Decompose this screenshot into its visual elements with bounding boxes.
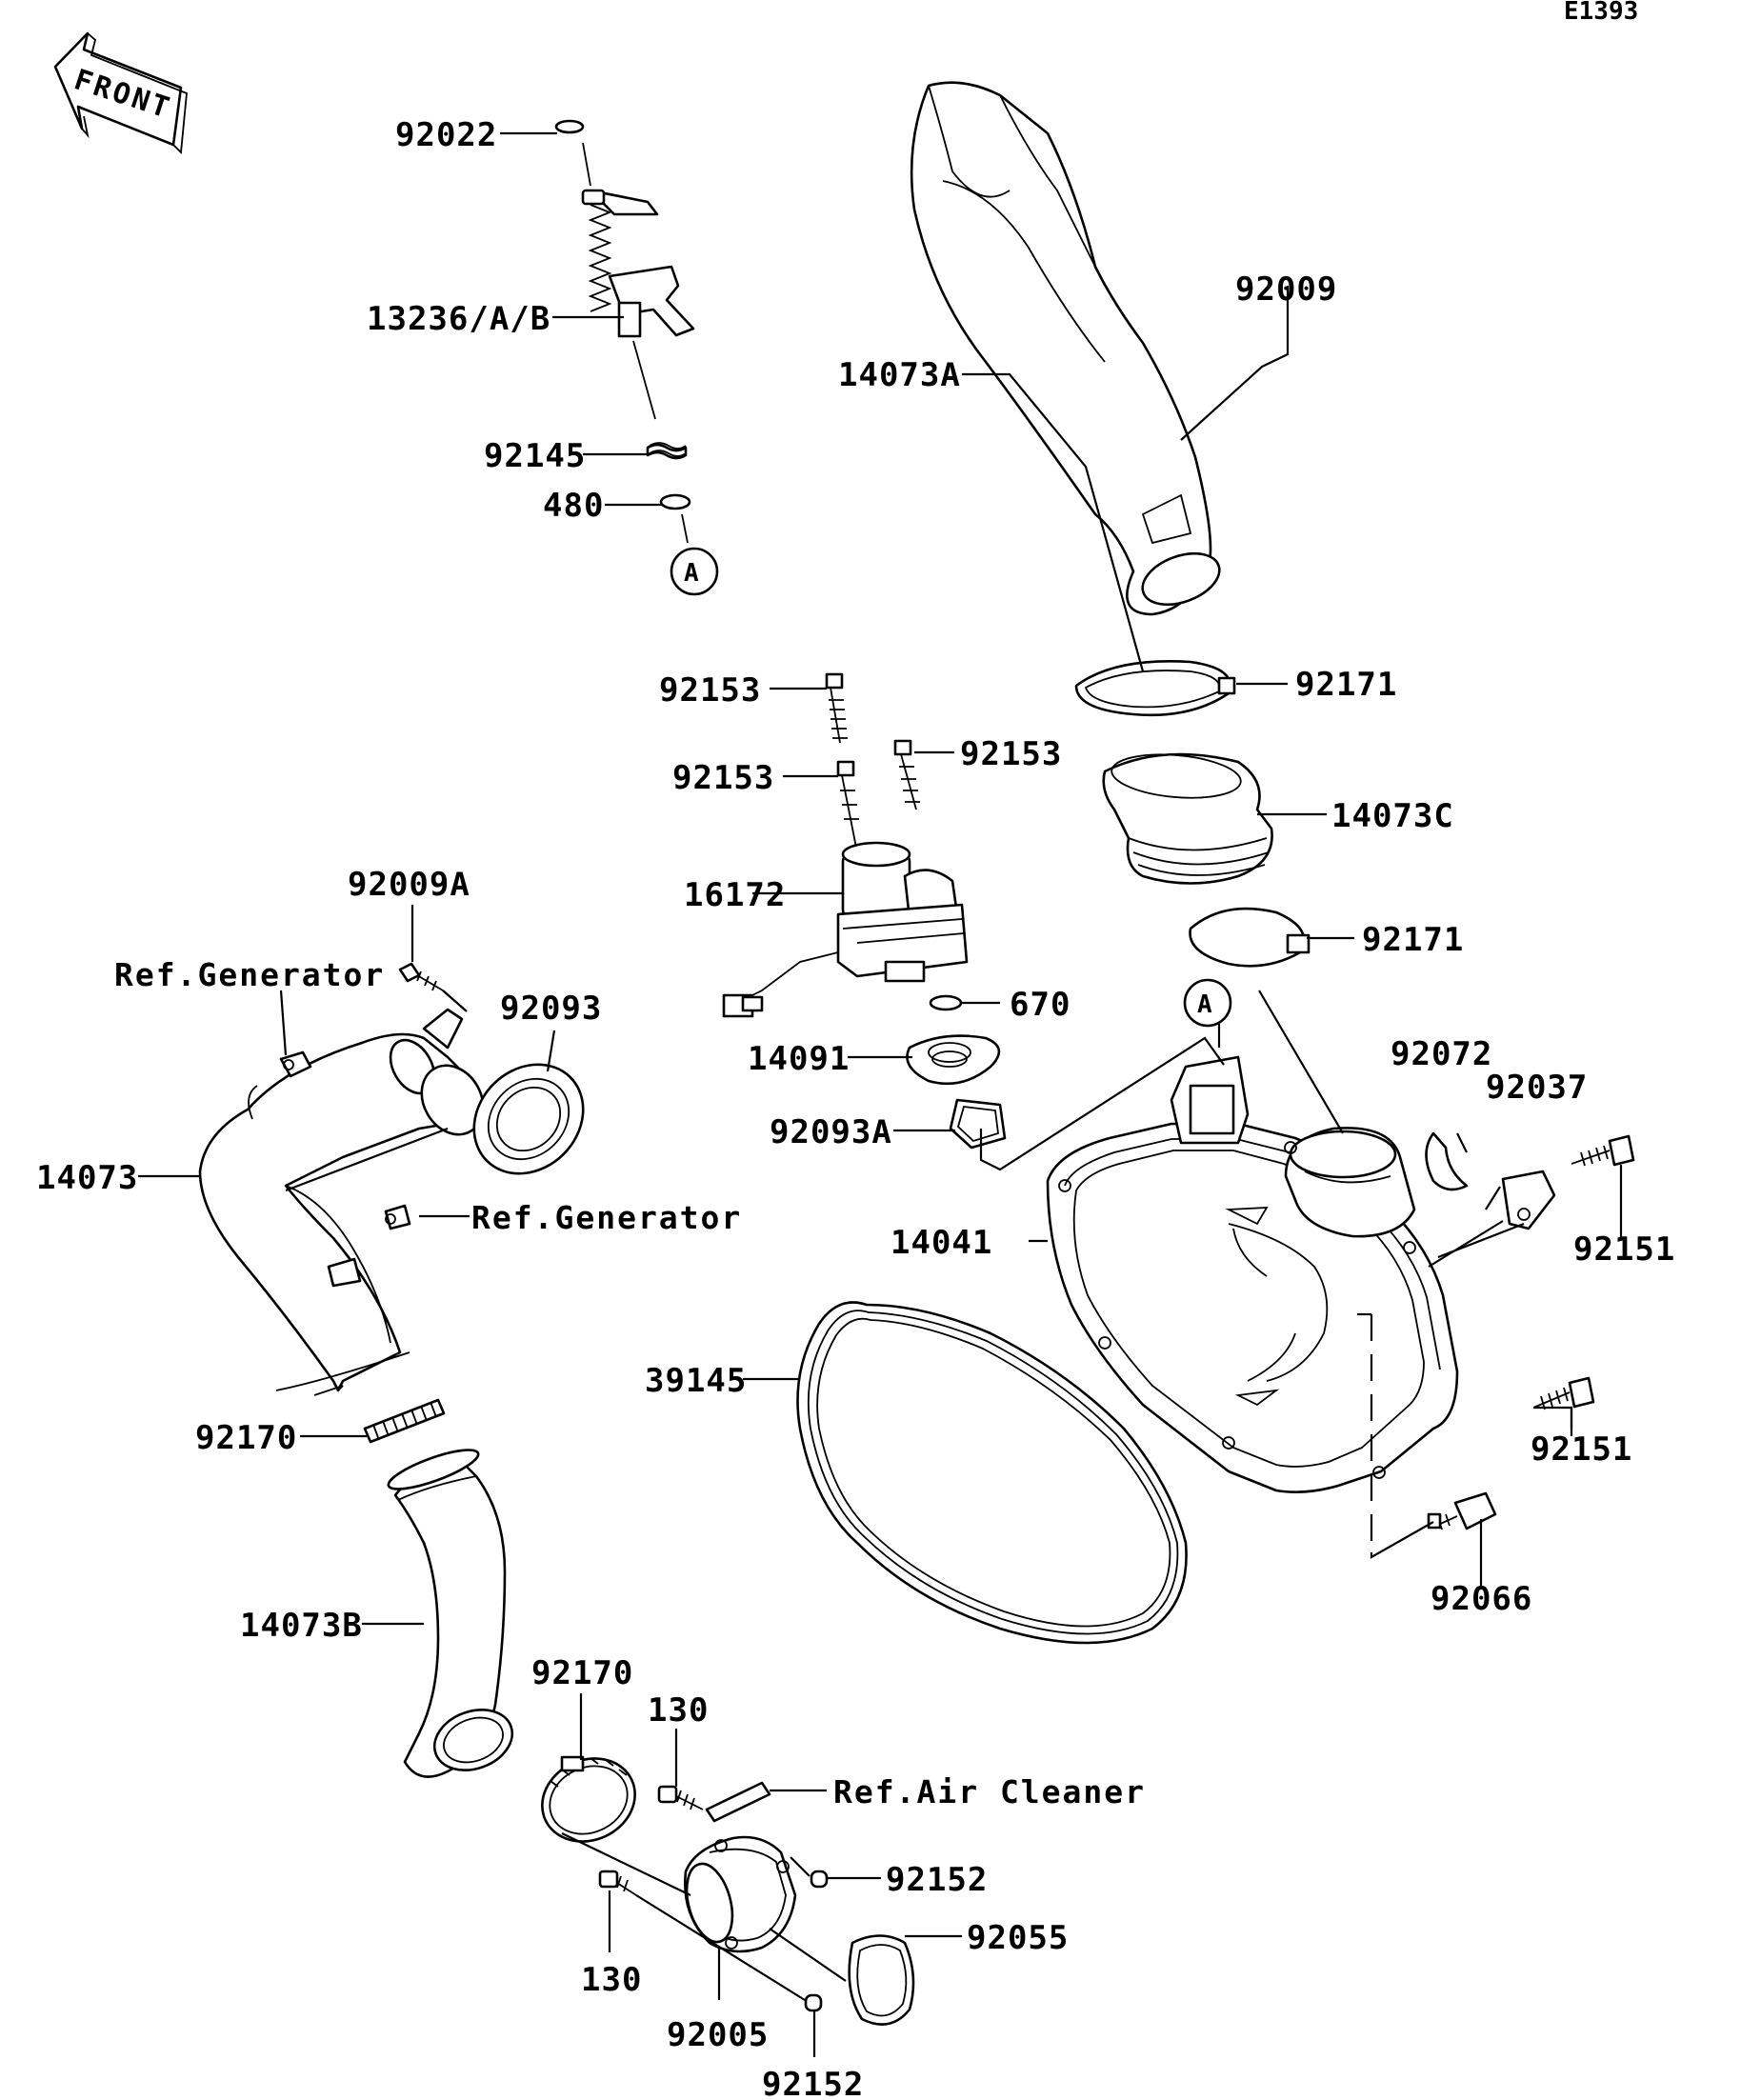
flange-14091	[906, 1034, 1001, 1086]
collar-92152-bottom	[804, 1993, 823, 2012]
part-label-92153-top: 92153	[659, 671, 761, 710]
part-label-92145: 92145	[484, 437, 586, 475]
generator-ref-clip-2	[384, 1204, 411, 1230]
ring-92093	[472, 1063, 585, 1175]
leader-lines	[138, 131, 1623, 2057]
bolt-130-bottom	[598, 1870, 637, 1896]
duct-14073b	[387, 1449, 514, 1778]
clamp-92171-top	[1074, 660, 1236, 717]
generator-ref-clip-1	[279, 1050, 312, 1078]
bolt-92151-top	[1571, 1134, 1635, 1167]
part-label-92152-bottom: 92152	[762, 2066, 864, 2100]
part-label-480: 480	[543, 487, 604, 525]
bolt-92151-bottom	[1532, 1376, 1595, 1410]
part-label-39145: 39145	[645, 1362, 747, 1400]
part-label-13236-a-b: 13236/A/B	[367, 300, 550, 338]
ref-generator-label-2: Ref.Generator	[471, 1199, 742, 1236]
part-label-14073c: 14073C	[1331, 797, 1454, 835]
air-cleaner-ref-pin	[705, 1781, 771, 1823]
part-label-130-bottom: 130	[581, 1961, 642, 1999]
duct-14073a	[910, 81, 1221, 616]
part-label-92055: 92055	[967, 1919, 1069, 1957]
front-arrow-icon: FRONT	[53, 31, 188, 154]
nut-92066	[1427, 1491, 1497, 1530]
part-label-92093a: 92093A	[770, 1113, 892, 1151]
part-label-92152-top: 92152	[886, 1861, 988, 1899]
clamp-92171-bottom	[1189, 907, 1311, 968]
part-label-92009: 92009	[1235, 270, 1337, 309]
svg-text:A: A	[1197, 990, 1212, 1019]
bolt-92009a	[398, 962, 444, 991]
ref-generator-label-1: Ref.Generator	[114, 956, 385, 993]
part-label-14091: 14091	[748, 1040, 850, 1078]
part-label-14041: 14041	[891, 1224, 992, 1262]
drive-belt-39145	[796, 1301, 1188, 1645]
gasket-92055	[848, 1934, 915, 2026]
part-label-92072: 92072	[1391, 1035, 1492, 1073]
part-label-92153-right: 92153	[960, 735, 1062, 773]
part-label-92151-bottom: 92151	[1531, 1430, 1632, 1469]
part-label-92171-top: 92171	[1295, 666, 1397, 704]
bolts-92153	[825, 672, 920, 853]
cvt-cover-14041	[1046, 1055, 1459, 1493]
part-label-16172: 16172	[684, 876, 786, 914]
part-label-670: 670	[1010, 986, 1071, 1024]
adapter-92005	[684, 1835, 797, 1953]
part-label-14073b: 14073B	[240, 1607, 363, 1645]
part-label-92037: 92037	[1486, 1069, 1588, 1107]
duct-14073	[198, 1008, 485, 1396]
diagram-code: E1393	[1564, 0, 1638, 26]
clip-92072	[1425, 1131, 1469, 1191]
switch-cable-assembly: A	[554, 119, 719, 596]
ref-air-cleaner-label: Ref.Air Cleaner	[833, 1773, 1146, 1810]
collar-92152-top	[810, 1870, 829, 1889]
clamp-92170-bottom	[541, 1755, 636, 1843]
o-ring-670	[929, 994, 963, 1011]
boot-14073c	[1102, 752, 1273, 885]
spring-92170-left	[363, 1398, 446, 1444]
part-label-92153-mid: 92153	[672, 759, 774, 797]
bracket-92037	[1501, 1170, 1556, 1230]
part-label-92170-left: 92170	[195, 1419, 297, 1457]
callout-marker-a-cover: A	[1183, 978, 1232, 1028]
part-label-92093: 92093	[500, 990, 602, 1028]
part-label-92171-bottom: 92171	[1362, 921, 1464, 959]
callout-marker-a: A	[684, 559, 699, 588]
part-label-130-top: 130	[648, 1691, 709, 1730]
part-label-92022: 92022	[395, 116, 497, 154]
part-label-14073: 14073	[36, 1159, 138, 1197]
part-label-92009a: 92009A	[348, 866, 470, 904]
part-label-92005: 92005	[667, 2016, 769, 2054]
part-label-92170-bottom: 92170	[531, 1654, 633, 1692]
actuator-16172	[722, 841, 969, 1018]
part-label-92066: 92066	[1431, 1580, 1532, 1618]
bolt-130-top	[657, 1785, 704, 1810]
part-label-14073a: 14073A	[838, 356, 961, 394]
part-label-92151-top: 92151	[1573, 1230, 1675, 1269]
